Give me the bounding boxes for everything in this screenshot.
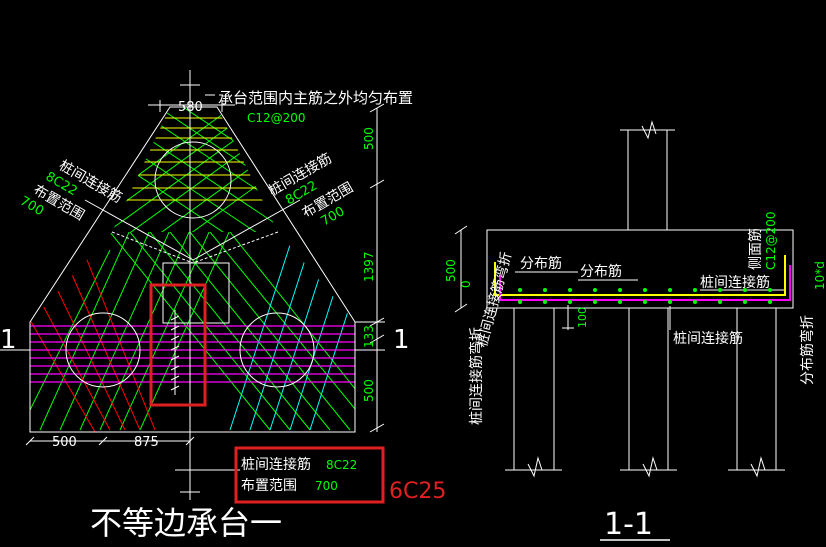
section-label-dist2: 分布筋 <box>580 263 622 280</box>
top-note: 承台范围内主筋之外均匀布置 <box>218 89 413 107</box>
break-symbol <box>750 456 766 478</box>
highlight-box-column <box>149 283 207 407</box>
break-symbol <box>642 456 658 478</box>
section-pile-left <box>513 308 555 471</box>
dim-tick <box>454 303 468 313</box>
pile-connect-lines <box>111 231 279 264</box>
section-dim-500: 500 <box>444 259 458 282</box>
pile-top <box>154 141 232 219</box>
pile-left <box>65 312 141 388</box>
dim-bottom-500: 500 <box>52 435 77 450</box>
section-1-1 <box>454 120 794 478</box>
pile-right <box>239 312 315 388</box>
section-dim-0: 0 <box>459 280 473 288</box>
top-yellow-rebar <box>112 117 278 201</box>
section-green-dots <box>518 288 772 304</box>
section-dim-100: 100 <box>576 307 589 328</box>
section-column <box>627 130 668 231</box>
left-title: 不等边承台一 <box>90 504 282 542</box>
dim-right-500-bottom: 500 <box>362 379 376 402</box>
dim-bottom-875: 875 <box>134 435 159 450</box>
pile-connect-left <box>84 199 194 261</box>
body-green-rebar-hatch <box>30 232 355 431</box>
section-pile-middle <box>628 308 669 471</box>
section-title: 1-1 <box>604 507 653 542</box>
section-label-connect-bottom: 桩间连接筋 <box>673 330 743 347</box>
dim-right-1397: 1397 <box>362 251 376 282</box>
section-label-side-rebar: 侧面筋 <box>747 228 764 270</box>
dim-right-500-top: 500 <box>362 127 376 150</box>
bottom-box-spec: 8C22 <box>326 458 357 472</box>
highlight-box-annotation <box>234 446 385 504</box>
section-label-connect-bend-vertical: 桩间连接筋弯折 <box>468 327 485 425</box>
bottom-box-line2: 布置范围 <box>241 477 297 494</box>
red-annotation: 6C25 <box>389 479 446 504</box>
rebar-spec-top: C12@200 <box>247 111 306 125</box>
section-label-dist-bend: 分布筋弯折 <box>799 315 816 385</box>
right-label-group: 桩间连接筋 8C22 布置范围 700 <box>266 150 357 230</box>
section-label-connect-right: 桩间连接筋 <box>700 274 770 291</box>
dim-ticks-bottom <box>25 436 195 446</box>
column-outline <box>162 262 230 324</box>
dim-tick <box>454 225 468 235</box>
section-mark-left: 1 <box>0 325 17 355</box>
section-cap <box>486 229 794 309</box>
section-label-dist1: 分布筋 <box>520 255 562 272</box>
magenta-rebar-band <box>30 325 355 383</box>
break-symbol <box>527 456 543 478</box>
section-label-side-spec: C12@200 <box>764 211 778 270</box>
dim-right-133: 133 <box>362 325 376 348</box>
bottom-box-width: 700 <box>315 479 338 493</box>
section-mark-right: 1 <box>393 325 410 355</box>
section-label-dist-bend-len: 10*d <box>813 261 826 290</box>
pile-cap-outline <box>29 106 356 433</box>
section-yellow-rebar <box>494 255 786 296</box>
bottom-box-line1: 桩间连接筋 <box>241 456 311 473</box>
break-symbol-top <box>641 120 657 140</box>
left-label-group: 桩间连接筋 8C22 布置范围 700 <box>17 157 125 224</box>
red-rebar-left <box>30 254 156 432</box>
column-rebar-marks <box>170 310 180 395</box>
pile-connect-right <box>192 199 301 261</box>
dim-top-width: 580 <box>178 100 203 115</box>
